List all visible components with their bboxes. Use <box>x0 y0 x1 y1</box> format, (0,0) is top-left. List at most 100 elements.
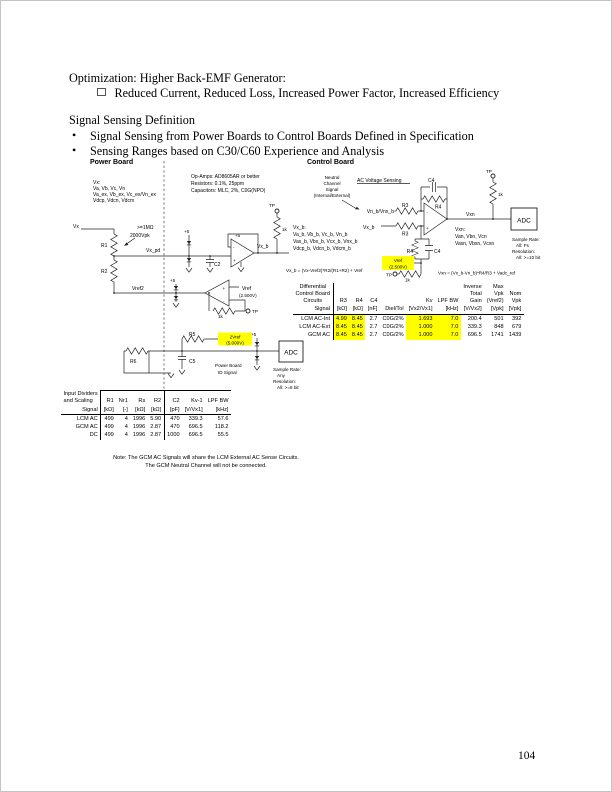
plus5-label: +5 <box>170 278 176 283</box>
table-cell: 4 <box>124 415 128 422</box>
junction-dot <box>188 255 190 257</box>
note-line-1: Note: The GCM AC Signals will share the … <box>113 455 299 461</box>
ground-icon <box>172 302 180 308</box>
junction-dot <box>492 218 494 220</box>
resistor-r6 <box>125 347 149 355</box>
table-cell: 2.87 <box>147 423 165 432</box>
table-cell: 1741 <box>491 332 504 339</box>
table-cell: 1996 <box>132 432 146 439</box>
c2-label: C2 <box>214 262 221 268</box>
opamp-plus: + <box>223 286 226 291</box>
table-col-unit: [pF] <box>164 406 183 416</box>
feedback-wires <box>420 182 511 220</box>
table-cell: 55.5 <box>217 432 229 439</box>
table-col-unit: [kHz] <box>435 305 461 316</box>
sample-rate-line: Sample Rate: <box>273 367 301 372</box>
r3-label: R3 <box>402 203 409 209</box>
table-cell: C0G/2% <box>382 332 404 339</box>
table-col-unit: Diel/Tol <box>379 305 407 316</box>
table-cell: 4 <box>124 432 128 439</box>
table-cell: 501 <box>494 315 504 322</box>
adc-box <box>278 340 304 363</box>
table-col-name: R4 <box>355 298 363 305</box>
1k-label: 1k <box>498 192 504 197</box>
id-signal-label: ID Signal <box>218 370 237 375</box>
dot-bullet-icon: • <box>72 143 77 157</box>
ground-icon <box>206 267 214 273</box>
table-col-unit: [kΩ] <box>333 305 350 316</box>
sample-rate-line: Any <box>277 373 286 378</box>
id-signal-label: Power Board <box>215 363 242 368</box>
test-point <box>392 271 398 277</box>
table-col-name: C2 <box>164 390 183 407</box>
table-col-unit: [nF] <box>365 305 380 316</box>
table-col-unit: [Vx2/Vx1] <box>406 305 436 316</box>
ac-sensing-title: AC Voltage Sensing <box>357 178 402 184</box>
table-row-signal: GCM AC <box>293 331 334 340</box>
junction-dot <box>257 252 259 254</box>
1k-label: 1k <box>282 227 288 232</box>
resistor-1k <box>489 181 497 205</box>
test-point <box>274 208 280 214</box>
note-capacitors: Capacitors: MLC, 2%, C0G(NPO) <box>191 188 266 194</box>
list-line: Vdcp, Vdcn, Vdcm <box>93 198 134 204</box>
opamp-wires <box>227 233 289 267</box>
neutral-note-line: (Internal/External) <box>314 193 351 198</box>
table-cell: 8.45 <box>349 323 366 332</box>
list-line: Vax_b, Vbx_b, Vcx_b, Vnx_b <box>293 239 358 245</box>
input-clamp-network: +5 C2 <box>184 229 221 273</box>
page-title: Optimization: Higher Back-EMF Generator: <box>69 71 286 85</box>
sample-rate-line: All: Fs <box>516 243 529 248</box>
opamp-minus: - <box>223 299 225 304</box>
table-cell: 2.7 <box>369 332 378 339</box>
list-line: Vx: <box>93 180 100 186</box>
table-cell: 470 <box>170 415 180 422</box>
1k-label: 1k <box>218 314 224 319</box>
opamp-triangle <box>423 202 448 236</box>
table-note: Note: The GCM AC Signals will share the … <box>31 454 381 471</box>
table-cell: 679 <box>512 323 522 330</box>
list-line: Vdcp_b, Vdcn_b, Vdcm_b <box>293 246 351 252</box>
table-col-unit: [V/Vx1] <box>182 406 206 416</box>
junction-dot <box>420 262 422 264</box>
neutral-note-line: Neutral <box>325 175 340 180</box>
tp-label: TP <box>486 169 492 174</box>
arrowhead-icon <box>124 242 129 246</box>
junction-dot <box>420 210 422 212</box>
table-col-unit: [-] <box>116 406 131 416</box>
table-col-name <box>380 283 406 306</box>
junction-dot <box>209 255 211 257</box>
resistor-1k <box>398 270 422 278</box>
vxb-equation: Vx_b = (Vx-Vref2)*R2/(R1+R2) + Vref <box>286 268 363 273</box>
table-cell: 2.7 <box>369 315 378 322</box>
section-heading: Signal Sensing Definition <box>69 113 195 127</box>
table-cell: 392 <box>512 315 522 322</box>
plus5-label: +5 <box>235 233 241 238</box>
note-opamps: Op-Amps: AD8605AR or better <box>191 174 260 180</box>
vref-highlight-box <box>382 256 414 270</box>
vref-value: (2.500V) <box>389 265 407 270</box>
2vref-highlight-box <box>218 332 252 346</box>
resistor-1k <box>273 216 281 240</box>
table-cell: 8.45 <box>333 331 350 340</box>
table-cell: 5.90 <box>147 414 165 424</box>
table-col-name: Nr1 <box>116 390 131 407</box>
c4-label: C4 <box>428 178 435 184</box>
table-cell: 696.5 <box>467 332 482 339</box>
opamp-minus: - <box>427 210 429 215</box>
table-col-name: C4 <box>370 298 378 305</box>
table-row-signal: LCM AC <box>61 414 102 424</box>
resistor-r2 <box>110 259 118 283</box>
table-cell: 339.3 <box>188 415 203 422</box>
c5-label: C5 <box>189 359 196 365</box>
vref2-buffer-opamp: + - TP 1k Vref (2.500V) +5 <box>170 278 258 319</box>
vxb-label: Vx_b <box>257 244 269 250</box>
table-col-name: Rs <box>130 390 148 407</box>
1k-label: 1k <box>405 278 411 283</box>
table-cell: 7.0 <box>435 323 461 332</box>
junction-dot <box>208 292 210 294</box>
